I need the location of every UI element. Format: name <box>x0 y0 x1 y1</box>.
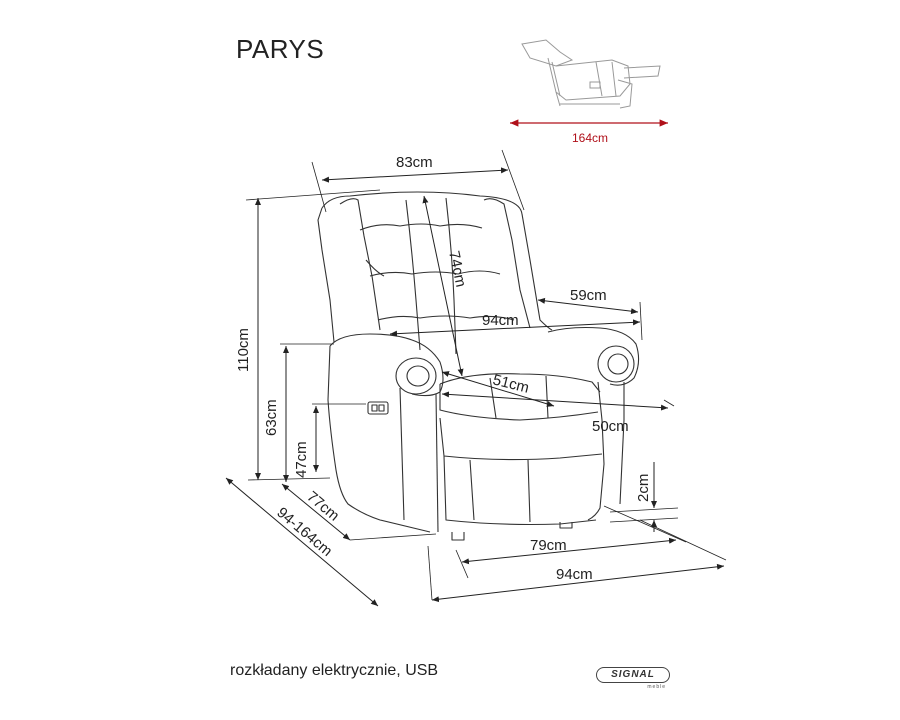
total-width-label: 94cm <box>556 566 593 583</box>
total-height-label: 110cm <box>235 328 252 372</box>
top-width-line <box>321 167 509 183</box>
product-title: PARYS <box>236 34 325 64</box>
top-width-label: 83cm <box>396 154 433 171</box>
back-height-label: 74cm <box>445 249 469 288</box>
front-width-line <box>461 537 677 565</box>
leg-height-label: 2cm <box>635 474 652 502</box>
armchair-drawing <box>317 191 640 541</box>
total-width-line <box>431 563 725 603</box>
front-width-label: 79cm <box>530 537 567 554</box>
seat-width-line <box>441 391 669 411</box>
reclined-length-label: 164cm <box>572 131 608 145</box>
armrest-depth-line <box>537 297 639 315</box>
armrest-height-label: 63cm <box>263 399 280 436</box>
brand-logo: SIGNAL meble <box>596 665 672 690</box>
back-height-line <box>422 195 464 377</box>
brand-sub: meble <box>647 684 666 690</box>
armrest-depth-label: 59cm <box>570 287 607 304</box>
depth-range-line <box>225 477 379 607</box>
seat-width-label: 50cm <box>592 418 629 435</box>
reclined-thumbnail <box>521 39 661 109</box>
feature-caption: rozkładany elektrycznie, USB <box>230 662 439 679</box>
brand-name: SIGNAL <box>596 667 670 683</box>
inner-width-label: 94cm <box>482 312 519 329</box>
inner-width-line <box>389 319 641 337</box>
seat-height-label: 47cm <box>293 441 310 478</box>
